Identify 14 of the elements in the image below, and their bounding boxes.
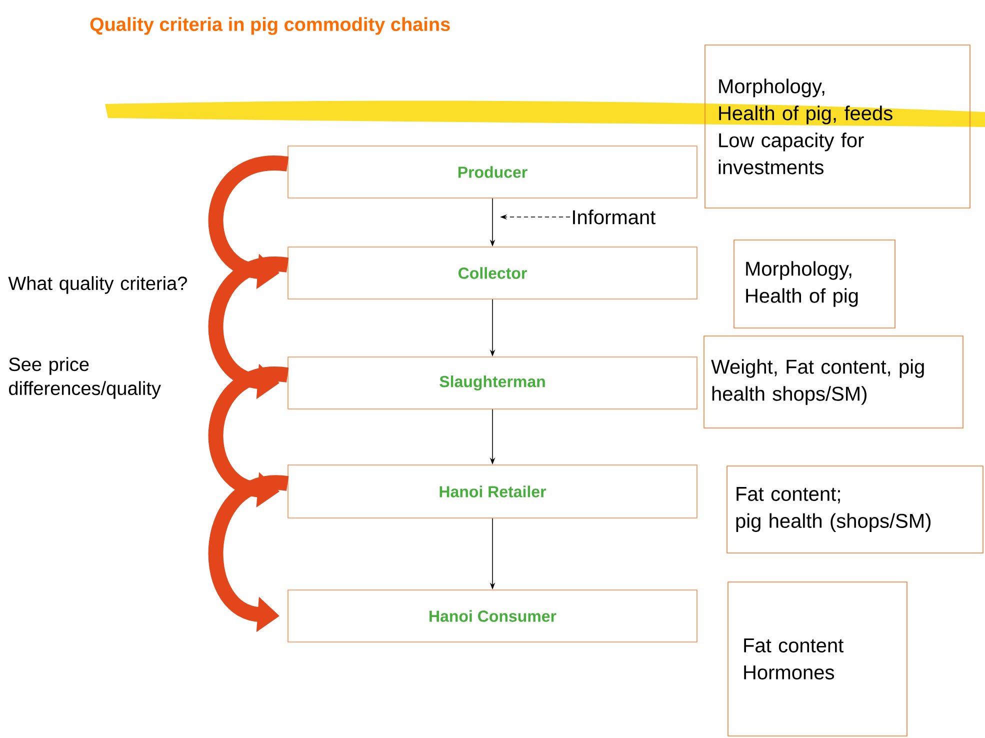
- stage-box: Hanoi Retailer: [288, 464, 698, 518]
- side-note: What quality criteria?: [8, 276, 187, 294]
- criteria-box: Fat content Hormones: [728, 582, 908, 736]
- slide-title: Quality criteria in pig commodity chains: [90, 17, 450, 35]
- side-note: See price differences/quality: [9, 357, 161, 399]
- criteria-box: Fat content; pig health (shops/SM): [726, 466, 984, 554]
- criteria-box: Morphology, Health of pig, feeds Low capacity for investments: [704, 44, 970, 208]
- criteria-box: Morphology, Health of pig: [734, 240, 896, 328]
- stage-box: Hanoi Consumer: [288, 590, 698, 642]
- criteria-box: Weight, Fat content, pig health shops/SM): [704, 336, 964, 428]
- stage-box: Collector: [288, 246, 698, 300]
- annotation-text: Informant: [573, 210, 656, 224]
- stage-box: Slaughterman: [288, 356, 698, 410]
- stage-box: Producer: [288, 146, 698, 198]
